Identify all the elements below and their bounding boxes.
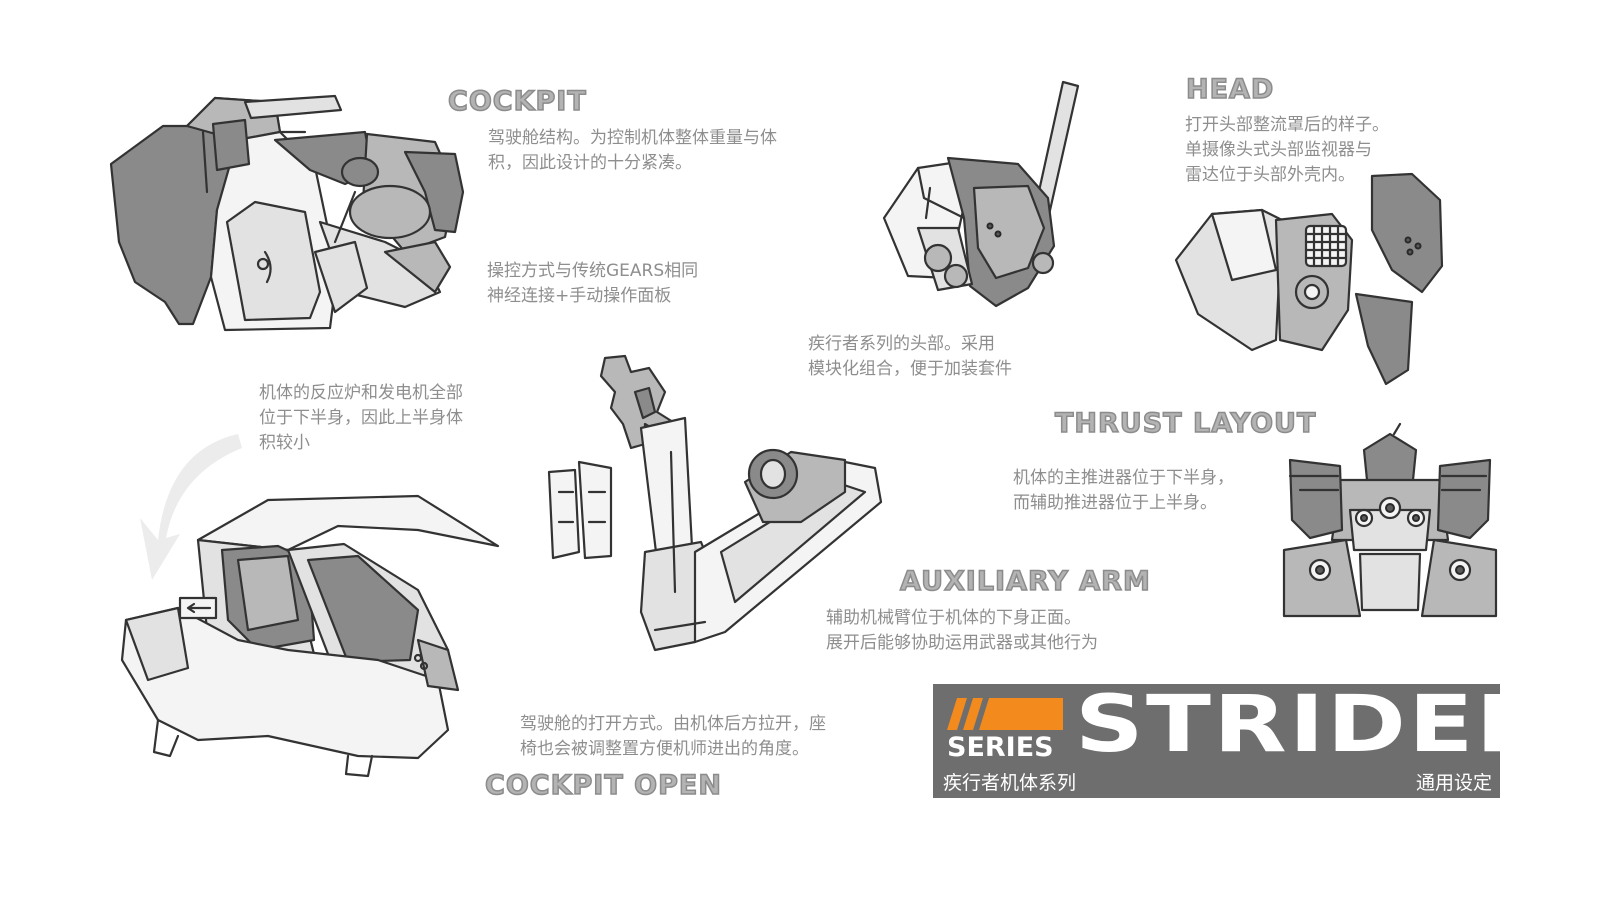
thrust-layout-line: 机体的主推进器位于下半身， bbox=[1013, 468, 1234, 488]
reactor-note: 机体的反应炉和发电机全部 位于下半身，因此上半身体 积较小 bbox=[259, 381, 463, 456]
reactor-note-line: 机体的反应炉和发电机全部 bbox=[259, 383, 463, 403]
auxiliary-arm-line: 辅助机械臂位于机体的下身正面。 bbox=[826, 608, 1081, 628]
head-module-note: 疾行者系列的头部。采用 模块化组合，便于加装套件 bbox=[808, 332, 1012, 382]
cockpit-control-note: 操控方式与传统GEARS相同 神经连接+手动操作面板 bbox=[487, 259, 698, 309]
cockpit-description-line: 驾驶舱结构。为控制机体整体重量与体 bbox=[488, 128, 777, 148]
reactor-arrow bbox=[140, 434, 242, 580]
accent-stripes-icon bbox=[947, 698, 1063, 730]
general-settings-tag: 通用设定 bbox=[1415, 772, 1492, 794]
head-module-line: 模块化组合，便于加装套件 bbox=[808, 359, 1012, 379]
series-name: STRIDER bbox=[1075, 680, 1552, 770]
auxiliary-arm-sketch bbox=[547, 354, 883, 652]
cockpit-control-line: 操控方式与传统GEARS相同 bbox=[487, 261, 699, 281]
cockpit-description-line: 积，因此设计的十分紧凑。 bbox=[488, 153, 692, 173]
head-description-line: 单摄像头式头部监视器与 bbox=[1185, 140, 1372, 160]
auxiliary-arm-line: 展开后能够协助运用武器或其他行为 bbox=[826, 633, 1098, 653]
cockpit-sketch bbox=[109, 94, 465, 332]
thrust-layout-sketch bbox=[1282, 422, 1498, 618]
head-sketch bbox=[882, 80, 1080, 308]
cockpit-description: 驾驶舱结构。为控制机体整体重量与体 积，因此设计的十分紧凑。 bbox=[488, 126, 777, 176]
thrust-layout-description: 机体的主推进器位于下半身， 而辅助推进器位于上半身。 bbox=[1013, 466, 1234, 516]
cockpit-heading: COCKPIT bbox=[447, 85, 587, 118]
reactor-note-line: 位于下半身，因此上半身体 bbox=[259, 408, 463, 428]
auxiliary-arm-description: 辅助机械臂位于机体的下身正面。 展开后能够协助运用武器或其他行为 bbox=[826, 606, 1098, 656]
thrust-layout-heading: THRUST LAYOUT bbox=[1054, 407, 1317, 440]
head-description: 打开头部整流罩后的样子。 单摄像头式头部监视器与 雷达位于头部外壳内。 bbox=[1185, 113, 1389, 188]
head-module-line: 疾行者系列的头部。采用 bbox=[808, 334, 995, 354]
head-heading: HEAD bbox=[1185, 73, 1275, 106]
cockpit-control-line: 神经连接+手动操作面板 bbox=[487, 286, 672, 306]
head-description-line: 打开头部整流罩后的样子。 bbox=[1185, 115, 1389, 135]
cockpit-open-heading: COCKPIT OPEN bbox=[484, 769, 722, 802]
head-open-sketch bbox=[1174, 172, 1444, 386]
series-label: SERIES bbox=[947, 732, 1054, 763]
thrust-layout-line: 而辅助推进器位于上半身。 bbox=[1013, 493, 1217, 513]
auxiliary-arm-heading: AUXILIARY ARM bbox=[899, 565, 1151, 598]
cockpit-open-line: 椅也会被调整置方便机师进出的角度。 bbox=[520, 739, 809, 759]
cockpit-open-sketch bbox=[120, 494, 500, 778]
reactor-note-line: 积较小 bbox=[259, 433, 310, 453]
series-title-card: SERIES STRIDER 疾行者机体系列 通用设定 bbox=[933, 680, 1549, 798]
cockpit-open-line: 驾驶舱的打开方式。由机体后方拉开，座 bbox=[520, 714, 826, 734]
head-description-line: 雷达位于头部外壳内。 bbox=[1185, 165, 1355, 185]
series-subtitle: 疾行者机体系列 bbox=[943, 772, 1077, 794]
cockpit-open-description: 驾驶舱的打开方式。由机体后方拉开，座 椅也会被调整置方便机师进出的角度。 bbox=[520, 712, 826, 762]
